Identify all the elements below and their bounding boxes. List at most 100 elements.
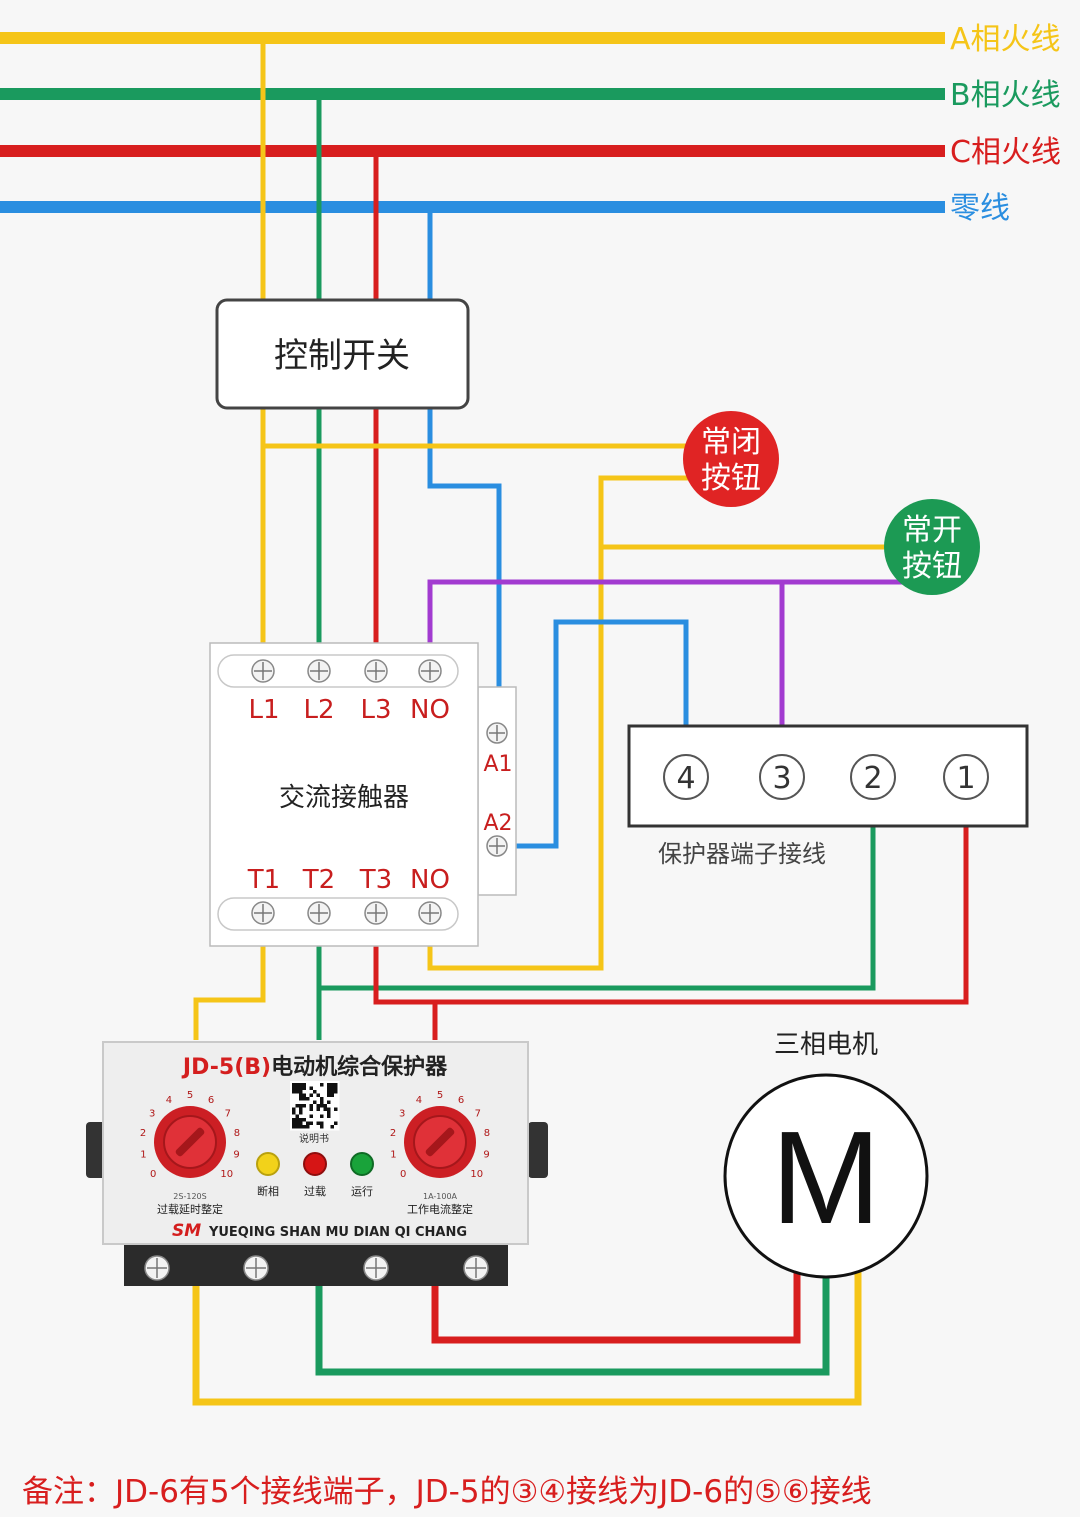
protector-terminal-screw	[363, 1255, 389, 1281]
running-led	[350, 1152, 374, 1176]
motor-caption: 三相电机	[774, 1030, 878, 1060]
terminal-3: 3	[772, 761, 791, 796]
protector-terminal-screw	[463, 1255, 489, 1281]
dial-scale-label: 6	[458, 1095, 464, 1106]
dial-scale-label: 4	[416, 1095, 422, 1106]
dial-scale-label: 5	[187, 1090, 193, 1101]
protector-title: 电动机综合保护器	[271, 1054, 448, 1080]
nc-button: 常闭 按钮	[683, 411, 779, 507]
footnote: 备注：JD-6有5个接线端子，JD-5的③④接线为JD-6的⑤⑥接线	[22, 1474, 872, 1510]
qr-caption: 说明书	[299, 1132, 329, 1145]
dial-scale-label: 9	[483, 1150, 489, 1161]
ac-contactor: 交流接触器 L1 L2 L3 NO T1 T2 T3 NO A1 A2	[209, 642, 517, 947]
terminal-t2: T2	[302, 865, 335, 895]
terminal-block-caption: 保护器端子接线	[658, 840, 826, 868]
svg-text:JD-5(B)电动机综合保护器: JD-5(B)电动机综合保护器	[181, 1054, 448, 1080]
overload-led	[303, 1152, 327, 1176]
dial-scale-label: 7	[475, 1108, 481, 1119]
dial-scale-label: 8	[234, 1128, 240, 1139]
dial-scale-label: 1	[140, 1150, 146, 1161]
protector-terminal-screw	[144, 1255, 170, 1281]
terminal-screw	[307, 659, 331, 683]
wire-motor-yellow	[192, 1255, 862, 1406]
dial-scale-label: 2	[390, 1128, 396, 1139]
dial-scale-label: 10	[220, 1169, 233, 1180]
coil-screw-a2	[486, 835, 508, 857]
terminal-screw	[418, 901, 442, 925]
wire-motor-red	[431, 1255, 801, 1344]
terminal-screw	[307, 901, 331, 925]
terminal-1: 1	[956, 761, 975, 796]
overload-delay-dial: 01 234 5 678 910	[140, 1090, 240, 1180]
dial-scale-label: 3	[149, 1108, 155, 1119]
c-phase-label: C相火线	[950, 135, 1061, 170]
terminal-screw	[418, 659, 442, 683]
dial-scale-label: 8	[484, 1128, 490, 1139]
brand-logo: SM	[172, 1221, 201, 1241]
terminal-no-top: NO	[410, 695, 450, 725]
terminal-2: 2	[863, 761, 882, 796]
left-dial-range: 2S-120S	[173, 1192, 206, 1201]
dial-scale-label: 6	[208, 1095, 214, 1106]
wire-t3	[373, 798, 969, 1005]
wire-a2-t4	[499, 619, 689, 849]
wire-t3-prot	[376, 999, 438, 1040]
phase-loss-led	[256, 1152, 280, 1176]
phase-loss-label: 断相	[257, 1184, 279, 1198]
dial-scale-label: 0	[400, 1169, 406, 1180]
terminal-4: 4	[676, 761, 695, 796]
terminal-l3: L3	[360, 695, 391, 725]
terminal-l2: L2	[303, 695, 334, 725]
terminal-screw	[251, 659, 275, 683]
contactor-title: 交流接触器	[279, 783, 409, 813]
no-button-line1: 常开	[902, 513, 962, 548]
dial-scale-label: 10	[470, 1169, 483, 1180]
protector-terminal-screw	[243, 1255, 269, 1281]
dial-scale-label: 9	[233, 1150, 239, 1161]
no-button: 常开 按钮	[884, 499, 980, 595]
dial-scale-label: 1	[390, 1150, 396, 1161]
terminal-l1: L1	[248, 695, 279, 725]
control-switch: 控制开关	[215, 298, 470, 410]
terminal-no-bottom: NO	[410, 865, 450, 895]
terminal-screw	[364, 659, 388, 683]
nc-button-line2: 按钮	[701, 461, 761, 496]
dial-scale-label: 2	[140, 1128, 146, 1139]
neutral-label: 零线	[950, 191, 1010, 226]
dial-scale-label: 0	[150, 1169, 156, 1180]
dial-scale-label: 4	[166, 1095, 172, 1106]
working-current-dial: 01 234 5 678 910	[390, 1090, 490, 1180]
b-phase-label: B相火线	[950, 78, 1061, 113]
wire-purple	[427, 579, 905, 668]
left-dial-label: 过载延时整定	[157, 1202, 223, 1216]
no-button-line2: 按钮	[902, 549, 962, 584]
terminal-a2: A2	[483, 811, 512, 836]
right-dial-range: 1A-100A	[423, 1192, 458, 1201]
running-label: 运行	[351, 1185, 373, 1198]
a-phase-label: A相火线	[950, 22, 1061, 57]
dial-scale-label: 7	[225, 1108, 231, 1119]
terminal-t1: T1	[247, 865, 280, 895]
protector-model: JD-5(B)	[181, 1055, 271, 1080]
control-switch-label: 控制开关	[274, 336, 410, 376]
terminal-screw	[364, 901, 388, 925]
nc-button-line1: 常闭	[701, 425, 761, 460]
brand-name: YUEQING SHAN MU DIAN QI CHANG	[208, 1225, 467, 1240]
coil-screw-a1	[486, 722, 508, 744]
qr-code	[290, 1081, 340, 1131]
wire-t2-term2	[319, 798, 876, 991]
motor-symbol: M	[771, 1104, 881, 1251]
terminal-screw	[251, 901, 275, 925]
protector-terminal-block: 4 3 2 1 保护器端子接线	[627, 724, 1029, 868]
dial-scale-label: 3	[399, 1108, 405, 1119]
overload-label: 过载	[304, 1185, 326, 1198]
three-phase-motor: 三相电机 M	[723, 1030, 929, 1279]
dial-scale-label: 5	[437, 1090, 443, 1101]
terminal-a1: A1	[483, 752, 512, 777]
wire-yellow-nc-return	[427, 475, 700, 971]
right-dial-label: 工作电流整定	[407, 1202, 473, 1216]
wire-t1	[193, 913, 266, 1040]
wire-motor-green	[315, 1255, 830, 1376]
